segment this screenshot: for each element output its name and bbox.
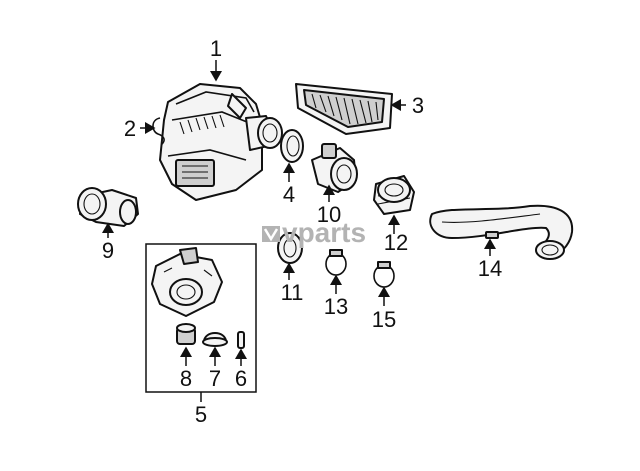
grommet[interactable]: [176, 323, 196, 345]
callout-5: 5: [195, 402, 207, 427]
callout-9: 9: [102, 238, 114, 263]
air-cleaner-housing[interactable]: [159, 83, 283, 201]
watermark-text: vparts: [282, 217, 366, 248]
callout-11: 11: [281, 280, 304, 305]
intake-boot[interactable]: [373, 175, 415, 215]
pin[interactable]: [237, 331, 245, 349]
callout-10: 10: [317, 202, 341, 227]
air-filter-element[interactable]: [295, 83, 393, 135]
leader-lines: [102, 60, 496, 402]
callout-4: 4: [283, 182, 295, 207]
insulator[interactable]: [202, 332, 228, 347]
mass-air-flow-sensor[interactable]: [311, 143, 358, 193]
callout-8: 8: [180, 366, 192, 391]
callout-2: 2: [124, 116, 136, 141]
callout-15: 15: [372, 307, 396, 332]
callout-14: 14: [478, 256, 502, 281]
callout-numbers: 1 2 3 4 5 6 7 8 9 10 11 12 13 14 15: [102, 36, 502, 427]
callout-7: 7: [209, 366, 221, 391]
watermark-logo: vparts: [262, 217, 366, 248]
seal-ring[interactable]: [280, 129, 304, 163]
callout-12: 12: [384, 230, 408, 255]
outlet-duct[interactable]: [429, 204, 574, 260]
hose-clamp-a[interactable]: [325, 249, 347, 276]
callout-13: 13: [324, 294, 348, 319]
hose-clamp-b[interactable]: [373, 261, 395, 288]
clip[interactable]: [152, 117, 165, 145]
callout-6: 6: [235, 366, 247, 391]
callout-3: 3: [412, 93, 424, 118]
callout-1: 1: [210, 36, 222, 61]
resonator-hose[interactable]: [77, 187, 139, 227]
part-5-assembly-box[interactable]: [145, 243, 257, 393]
